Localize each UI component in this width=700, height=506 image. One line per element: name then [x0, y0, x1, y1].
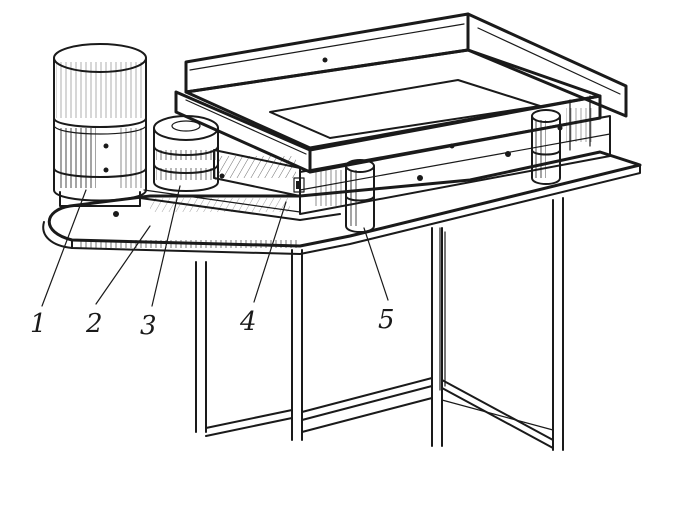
leader-line-1: [41, 189, 87, 307]
callout-labels: 1 2 3 4 5: [30, 305, 395, 341]
pulley: [153, 115, 219, 192]
callout-5: 5: [378, 305, 395, 335]
support-bearings: [345, 109, 561, 233]
callout-1: 1: [30, 309, 47, 339]
leader-line-4: [253, 201, 287, 303]
leader-lines: [41, 185, 389, 307]
belt-drive: [139, 189, 341, 221]
base-plate: [42, 150, 642, 255]
sieve-box: [174, 12, 628, 215]
leader-line-2: [95, 225, 151, 305]
callout-2: 2: [85, 309, 103, 339]
callout-4: 4: [239, 307, 257, 337]
leader-line-5: [363, 227, 389, 301]
leader-line-3: [151, 185, 181, 307]
connecting-rod: [213, 149, 305, 197]
support-frame: [195, 197, 564, 451]
callout-3: 3: [140, 311, 157, 341]
electric-motor: [53, 43, 147, 207]
